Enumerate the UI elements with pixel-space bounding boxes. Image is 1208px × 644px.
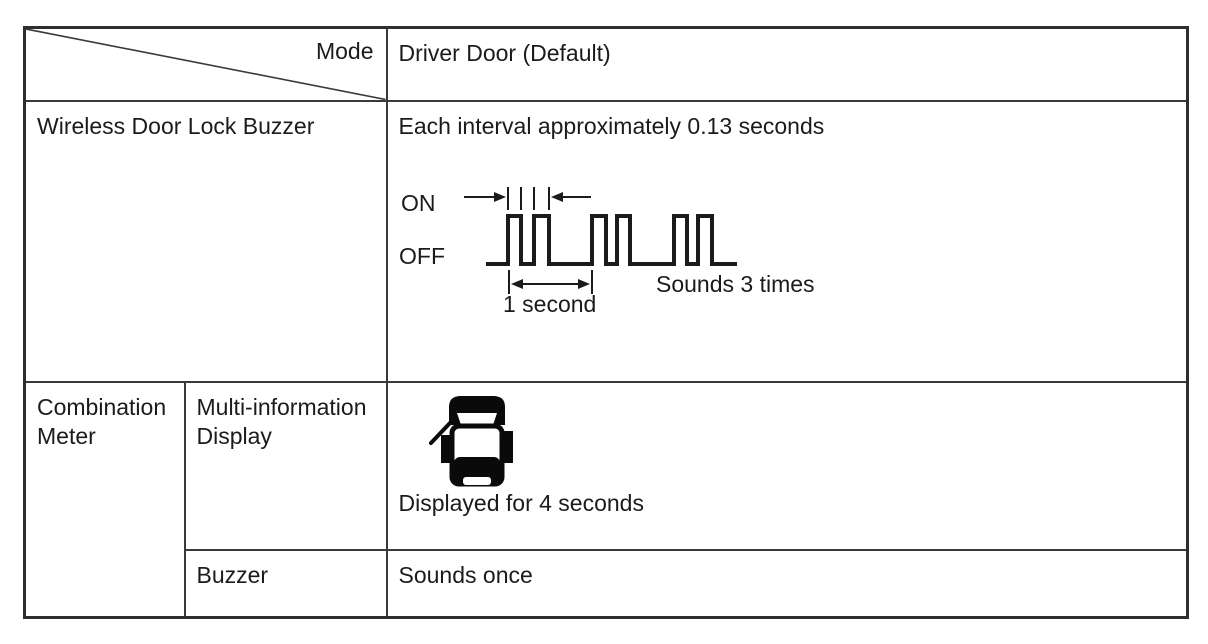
one-second-dimension: 1 second bbox=[503, 269, 596, 317]
wireless-buzzer-label-cell: Wireless Door Lock Buzzer bbox=[23, 99, 388, 383]
sounds-times-label: Sounds 3 times bbox=[656, 271, 815, 297]
mode-corner-label: Mode bbox=[315, 38, 374, 64]
wireless-buzzer-label: Wireless Door Lock Buzzer bbox=[37, 112, 315, 139]
multi-information-cell: Multi-information Display bbox=[183, 380, 388, 551]
one-second-label: 1 second bbox=[503, 291, 596, 317]
mode-spec-table: Mode Driver Door (Default) Wireless Door… bbox=[23, 26, 1189, 619]
meter-buzzer-cell: Buzzer bbox=[183, 548, 388, 619]
diagonal-divider-line bbox=[26, 29, 386, 100]
wireless-buzzer-value-cell: Each interval approximately 0.13 seconds… bbox=[385, 99, 1189, 383]
meter-buzzer-row: Buzzer Sounds once bbox=[25, 548, 1189, 619]
buzzer-pulse-waveform bbox=[485, 213, 737, 266]
meter-buzzer-value-cell: Sounds once bbox=[385, 548, 1189, 619]
mode-value-cell: Driver Door (Default) bbox=[385, 26, 1189, 102]
meter-buzzer-label: Buzzer bbox=[196, 561, 269, 588]
combination-meter-label: Combination Meter bbox=[37, 393, 167, 449]
mode-value: Driver Door (Default) bbox=[398, 40, 611, 66]
multi-information-row: Combination Meter Multi-information Disp… bbox=[23, 380, 1189, 619]
multi-information-value-cell: Displayed for 4 seconds bbox=[385, 380, 1189, 551]
on-level-label: ON bbox=[401, 190, 436, 216]
mode-corner-cell: Mode bbox=[23, 26, 388, 102]
wireless-buzzer-row: Wireless Door Lock Buzzer Each interval … bbox=[23, 99, 1189, 383]
interval-description: Each interval approximately 0.13 seconds bbox=[398, 112, 825, 139]
display-duration-text: Displayed for 4 seconds bbox=[398, 489, 644, 516]
combination-meter-cell: Combination Meter bbox=[23, 380, 186, 619]
off-level-label: OFF bbox=[399, 243, 445, 269]
buzzer-timing-diagram: ON OFF bbox=[399, 186, 815, 317]
multi-information-label: Multi-information Display bbox=[196, 393, 367, 449]
header-row: Mode Driver Door (Default) bbox=[23, 26, 1189, 102]
car-door-open-icon bbox=[428, 395, 513, 486]
interval-dimension-marks bbox=[463, 186, 591, 210]
meter-buzzer-value: Sounds once bbox=[398, 561, 533, 588]
